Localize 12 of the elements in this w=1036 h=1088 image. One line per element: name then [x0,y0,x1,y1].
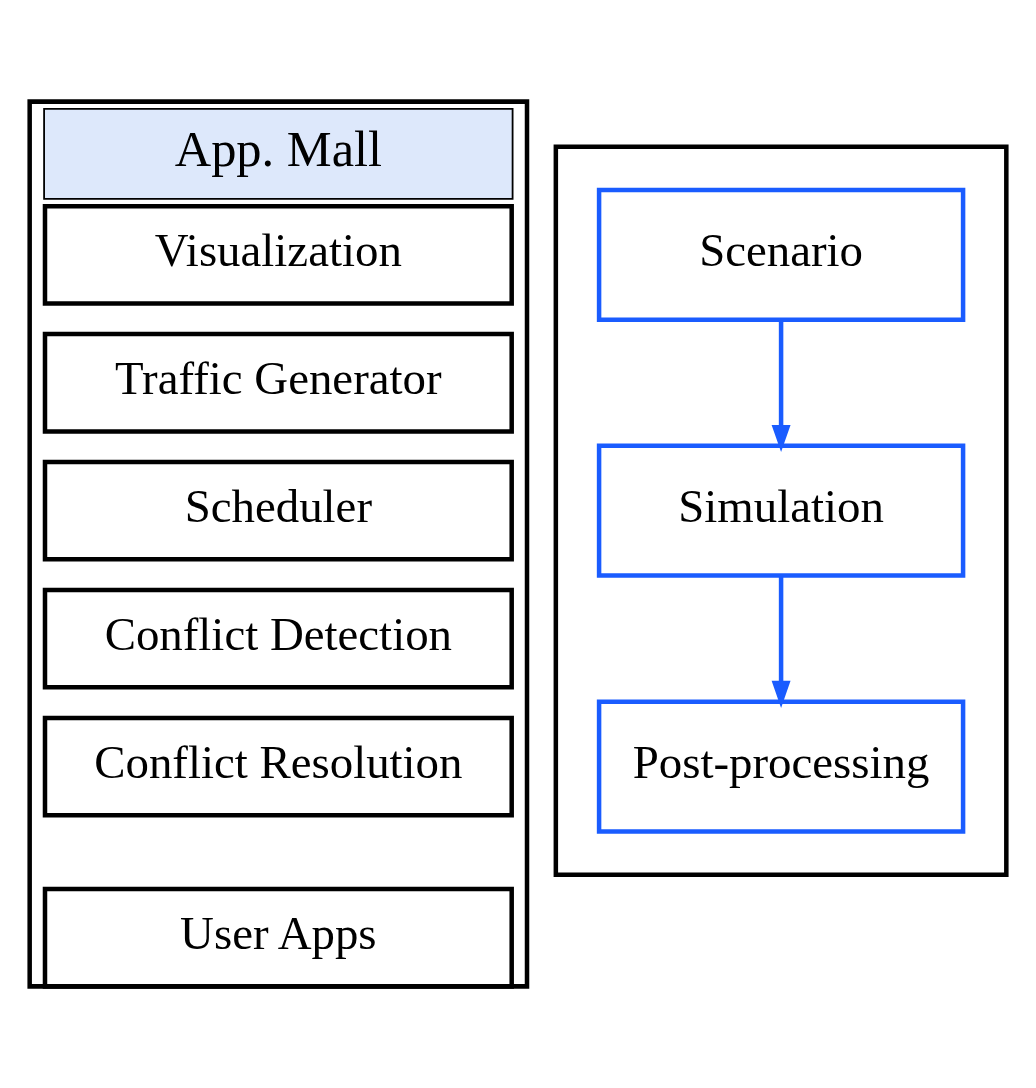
node-box: Simulation [596,443,966,578]
node-box: Visualization [42,203,514,306]
node-box: User Apps [42,886,514,989]
node-box: Scenario [596,187,966,322]
node-box: Post-processing [596,699,966,834]
node-box: Traffic Generator [42,331,514,434]
arrow [771,320,791,453]
node-box: Conflict Resolution [42,715,514,818]
node-box: Scheduler [42,459,514,562]
node-box: Conflict Detection [42,587,514,690]
cluster [553,144,1009,877]
arrow [771,576,791,708]
